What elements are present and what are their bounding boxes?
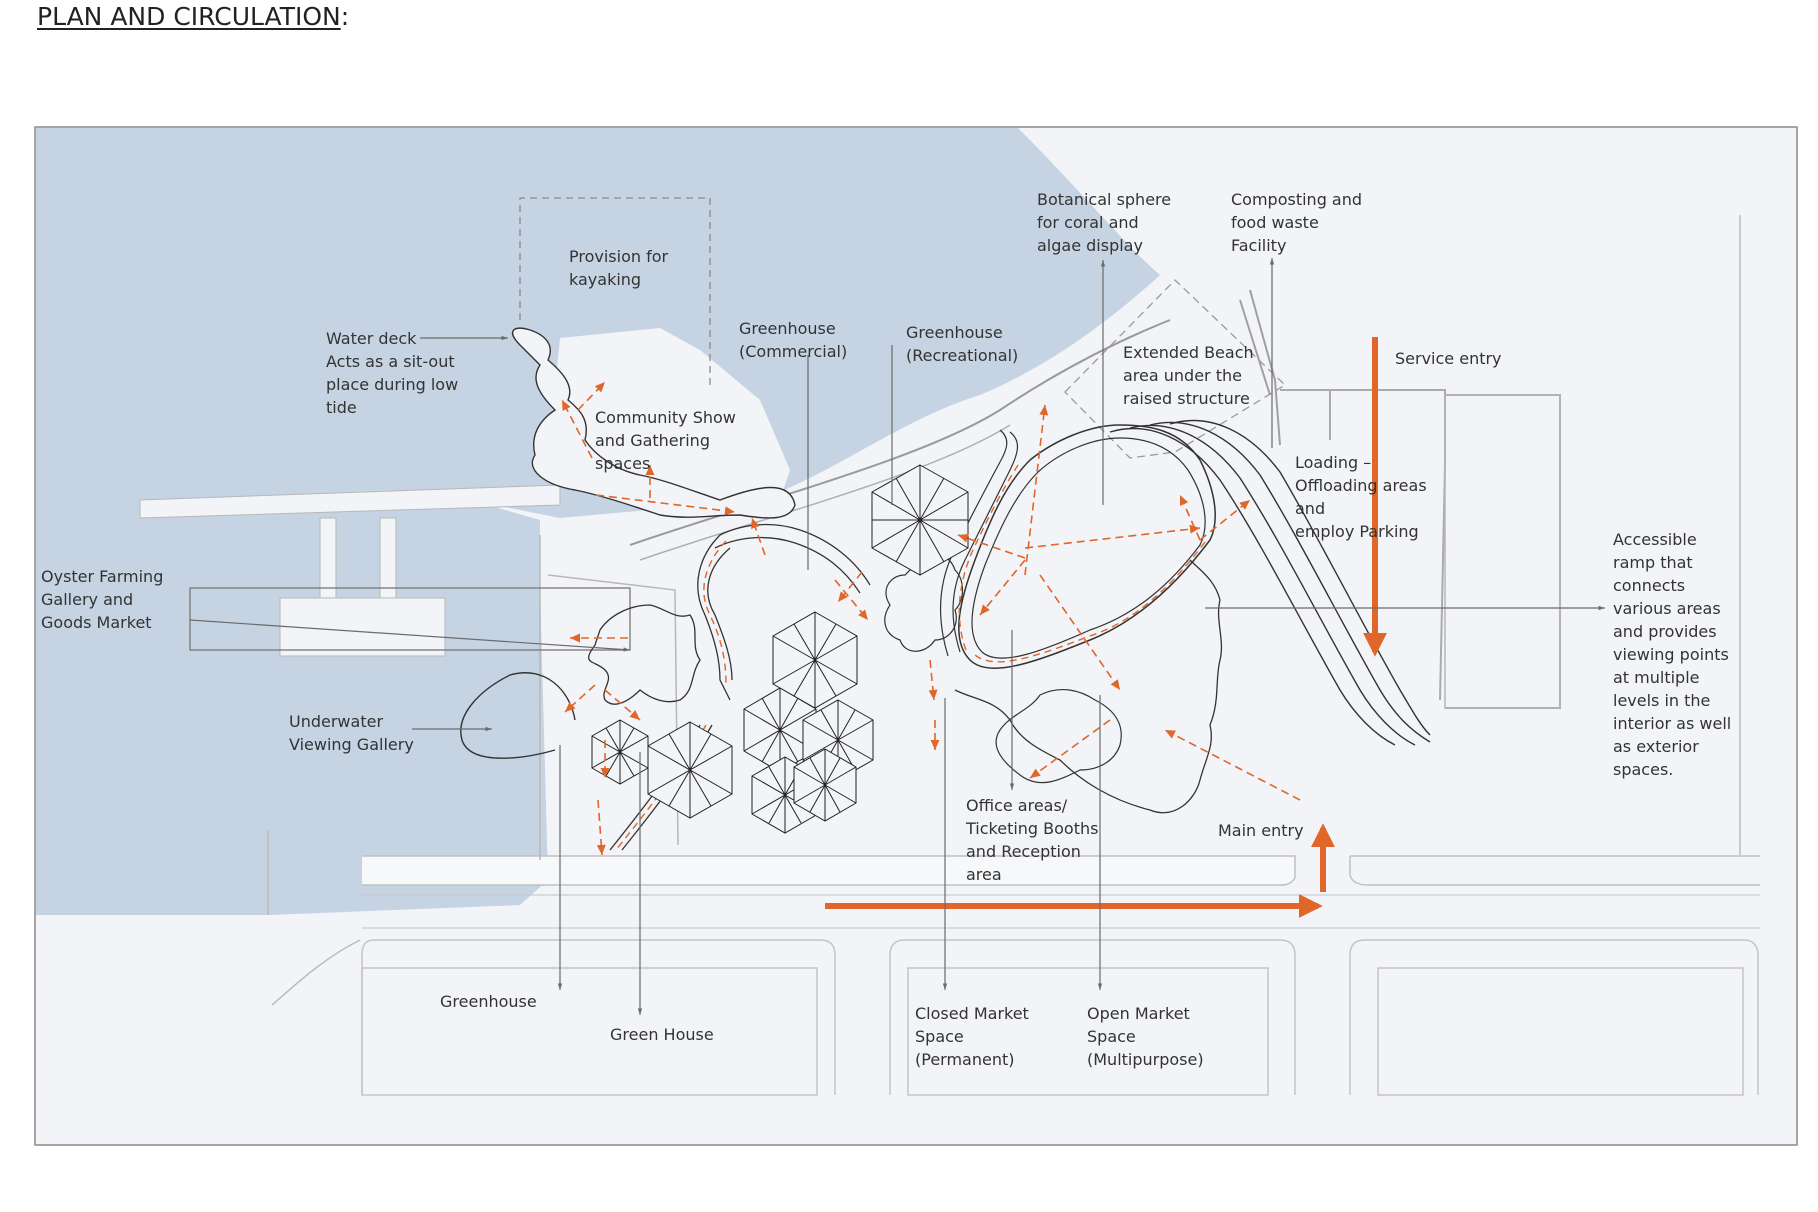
label-botanical-sphere: Botanical sphere for coral and algae dis… — [1037, 190, 1176, 255]
label-office-areas: Office areas/ Ticketing Booths and Recep… — [965, 796, 1104, 884]
page-title: PLAN AND CIRCULATION: — [37, 2, 349, 31]
floating-platform — [279, 597, 446, 657]
oyster-gallery-box — [189, 587, 631, 651]
page-title-text: PLAN AND CIRCULATION — [37, 2, 341, 31]
kayaking-dashed-boundary — [519, 197, 711, 390]
label-greenhouse-commercial: Greenhouse (Commercial) — [739, 319, 847, 361]
east-pavilion-outline — [884, 554, 964, 652]
label-greenhouse: Greenhouse — [440, 992, 537, 1011]
label-kayaking: Provision for kayaking — [569, 247, 673, 289]
road-edge-top — [362, 855, 1296, 886]
label-oyster-farming: Oyster Farming Gallery and Goods Market — [41, 567, 168, 632]
ramp-loop-west — [697, 523, 871, 701]
water-body-bay — [36, 128, 1160, 518]
label-green-house: Green House — [610, 1025, 714, 1044]
label-community-show: Community Show and Gathering spaces — [595, 408, 741, 473]
parking-block-1 — [361, 939, 836, 1095]
dome-west-1 — [647, 721, 733, 819]
parking-lot-1 — [361, 967, 818, 1096]
left-curb-curve — [271, 939, 361, 1006]
label-loading: Loading – Offloading areas and employ Pa… — [1295, 453, 1432, 541]
dome-recreational — [871, 464, 969, 576]
label-accessible-ramp: Accessible ramp that connects various ar… — [1613, 530, 1736, 779]
botanical-dashed-boundary — [1064, 279, 1287, 459]
ramp-connector-north — [940, 429, 1019, 657]
parking-lot-3 — [1377, 967, 1744, 1096]
circulation-arrows — [561, 381, 1301, 856]
label-water-deck: Water deck Acts as a sit-out place durin… — [326, 329, 463, 417]
label-greenhouse-recreational: Greenhouse (Recreational) — [906, 323, 1018, 365]
road-edge-right — [1349, 855, 1760, 886]
label-extended-beach: Extended Beach area under the raised str… — [1123, 343, 1259, 408]
water-deck-outline — [511, 327, 796, 519]
geodesic-dome-cluster — [591, 464, 969, 834]
label-composting: Composting and food waste Facility — [1231, 190, 1367, 255]
parking-lot-2 — [907, 967, 1269, 1096]
central-pavilion-outline — [588, 604, 701, 705]
coastline-line-2 — [639, 424, 1011, 561]
pier — [139, 484, 561, 519]
water-body-harbour — [36, 490, 548, 915]
dome-commercial-2 — [743, 687, 817, 773]
page-title-colon: : — [340, 2, 350, 31]
loading-structure-lines — [1239, 289, 1281, 446]
right-wing-building — [1444, 394, 1561, 709]
label-service-entry: Service entry — [1395, 349, 1502, 368]
parking-block-3 — [1349, 939, 1759, 1095]
promontory-land — [550, 328, 790, 500]
sweeping-ramp-2 — [1129, 424, 1416, 746]
south-wave-outline — [995, 688, 1122, 784]
sweeping-ramp-3 — [1149, 421, 1431, 743]
sweeping-ramp-4 — [1169, 419, 1431, 736]
ramp-circulation-dashed — [615, 461, 1206, 851]
dome-commercial-5 — [793, 748, 857, 822]
accessible-ramp-inner-loop — [971, 437, 1206, 659]
sweeping-ramp-1 — [1109, 427, 1396, 746]
big-wave-outline — [954, 559, 1223, 814]
label-open-market: Open Market Space (Multipurpose) — [1087, 1004, 1204, 1069]
label-main-entry: Main entry — [1218, 821, 1304, 840]
parking-block-2 — [889, 939, 1296, 1095]
leader-lines — [189, 258, 1605, 1015]
underwater-gallery-loop — [460, 672, 576, 759]
accessible-ramp-main-loop — [958, 424, 1216, 669]
label-closed-market: Closed Market Space (Permanent) — [915, 1004, 1034, 1069]
label-underwater-gallery: Underwater Viewing Gallery — [289, 712, 414, 754]
